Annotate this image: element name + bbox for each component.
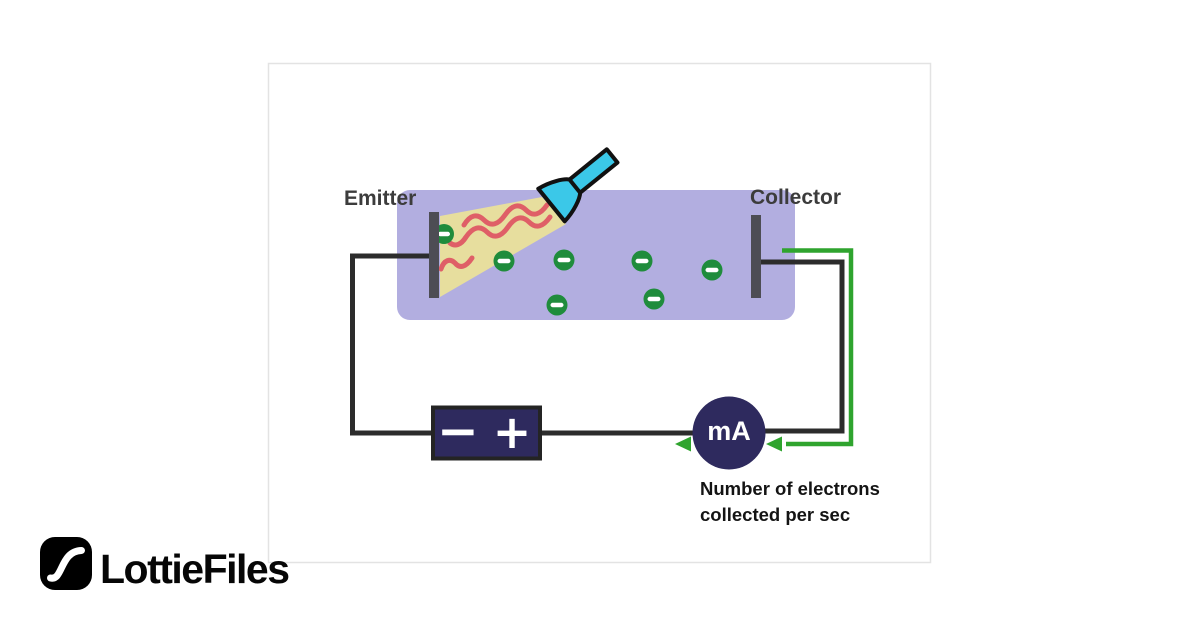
- electron-group: [434, 224, 723, 316]
- circuit-wires: [350, 253, 845, 436]
- caption-line-2: collected per sec: [700, 503, 851, 525]
- wire-emitter-to-battery: [350, 253, 433, 436]
- ammeter-label: mA: [707, 416, 751, 446]
- electron: [643, 288, 665, 310]
- electron-flow-wire: [782, 248, 854, 447]
- battery-minus-symbol: −: [437, 402, 479, 460]
- electron: [493, 250, 515, 272]
- battery-plus-symbol: +: [492, 405, 532, 459]
- wire-collector-to-ammeter: [761, 259, 845, 434]
- battery-body: [431, 405, 542, 461]
- electron: [631, 250, 653, 272]
- collector-label: Collector: [750, 186, 842, 209]
- emitter-plate: [429, 212, 439, 298]
- flashlight-icon: [536, 147, 620, 224]
- electron: [546, 294, 568, 316]
- electron: [553, 249, 575, 271]
- electron: [701, 259, 723, 281]
- current-arrow-icon: [675, 436, 691, 452]
- lottiefiles-wordmark: LottieFiles: [100, 546, 290, 592]
- caption-line-1: Number of electrons: [700, 478, 880, 499]
- ammeter-caption: Number of electrons collected per sec: [700, 476, 880, 527]
- current-arrow-icon: [766, 436, 782, 452]
- ammeter-circle: [692, 396, 766, 470]
- light-waves-icon: [438, 202, 553, 272]
- light-beam: [440, 197, 566, 297]
- lottiefiles-logo-icon: [40, 537, 92, 590]
- collector-plate: [751, 215, 761, 298]
- emitter-label: Emitter: [344, 187, 417, 210]
